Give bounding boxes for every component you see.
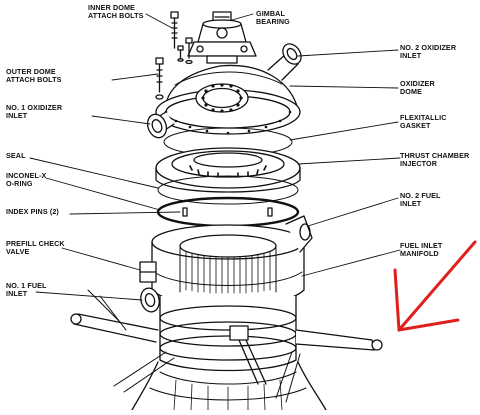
gimbal-bearing [187, 11, 257, 64]
label-prefill-check-valve: PREFILL CHECK VALVE [6, 239, 65, 257]
label-inner-dome-attach-bolts: INNER DOME ATTACH BOLTS [88, 3, 144, 21]
label-index-pins: INDEX PINS (2) [6, 207, 59, 216]
oxidizer-dome [146, 43, 302, 139]
label-fuel-inlet-manifold: FUEL INLET MANIFOLD [400, 241, 443, 259]
inner-dome-attach-bolts [170, 11, 193, 65]
thrust-chamber-lower [131, 295, 327, 411]
label-gimbal-bearing: GIMBAL BEARING [256, 9, 290, 27]
index-pins [182, 207, 273, 217]
label-inconel-x-o-ring: INCONEL-X O-RING [6, 171, 47, 189]
thrust-chamber-body [139, 215, 313, 313]
label-thrust-chamber-injector: THRUST CHAMBER INJECTOR [400, 151, 470, 169]
label-no2-oxidizer-inlet: NO. 2 OXIDIZER INLET [400, 43, 457, 61]
label-seal: SEAL [6, 151, 26, 160]
red-arrow-indicator [393, 240, 477, 332]
label-no1-oxidizer-inlet: NO. 1 OXIDIZER INLET [6, 103, 63, 121]
leader-lines [29, 13, 401, 301]
label-flexitallic-gasket: FLEXITALLIC GASKET [400, 113, 447, 131]
label-no2-fuel-inlet: NO. 2 FUEL INLET [400, 191, 441, 209]
thrust-chamber-injector [155, 147, 301, 193]
seal-ring [157, 175, 299, 205]
label-oxidizer-dome: OXIDIZER DOME [400, 79, 435, 97]
label-no1-fuel-inlet: NO. 1 FUEL INLET [6, 281, 47, 299]
actuator-struts [70, 289, 383, 403]
label-outer-dome-attach-bolts: OUTER DOME ATTACH BOLTS [6, 67, 62, 85]
outer-dome-attach-bolts [155, 57, 164, 100]
